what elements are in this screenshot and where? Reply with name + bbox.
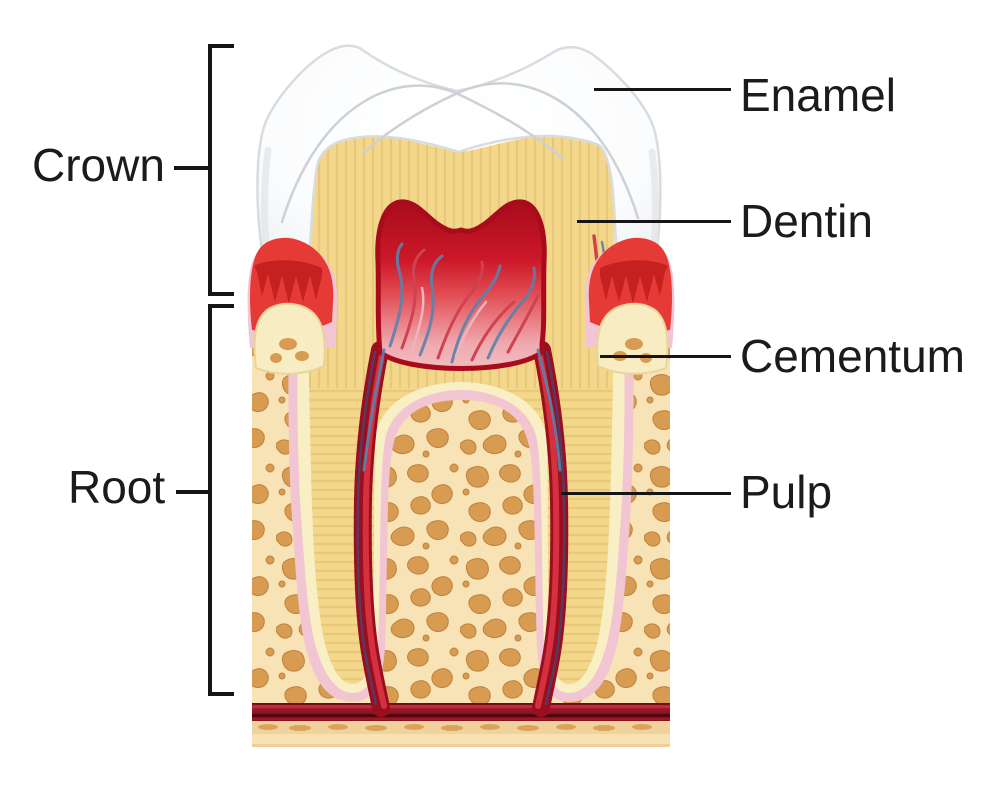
enamel-label: Enamel xyxy=(740,69,896,121)
gum-right xyxy=(584,237,675,375)
pulp-leader-line xyxy=(561,492,731,495)
crown-bracket xyxy=(208,44,234,296)
pulp-label: Pulp xyxy=(740,466,833,518)
bone-crest-patches-left xyxy=(270,338,309,363)
root-connector-line xyxy=(176,490,208,494)
dentin-leader-line xyxy=(577,220,731,223)
root-bracket xyxy=(208,304,234,696)
enamel-leader-line xyxy=(594,88,731,91)
pulp-vessels xyxy=(362,242,562,472)
gum-left xyxy=(247,237,338,375)
bottom-vessel-band xyxy=(252,703,670,721)
bone-base-strip xyxy=(252,721,670,747)
root-label: Root xyxy=(68,461,166,513)
cementum-leader-line xyxy=(600,355,731,358)
cementum-label: Cementum xyxy=(740,330,965,382)
crown-connector-line xyxy=(174,166,208,170)
crown-label: Crown xyxy=(32,139,165,191)
dentin-label: Dentin xyxy=(740,195,873,247)
